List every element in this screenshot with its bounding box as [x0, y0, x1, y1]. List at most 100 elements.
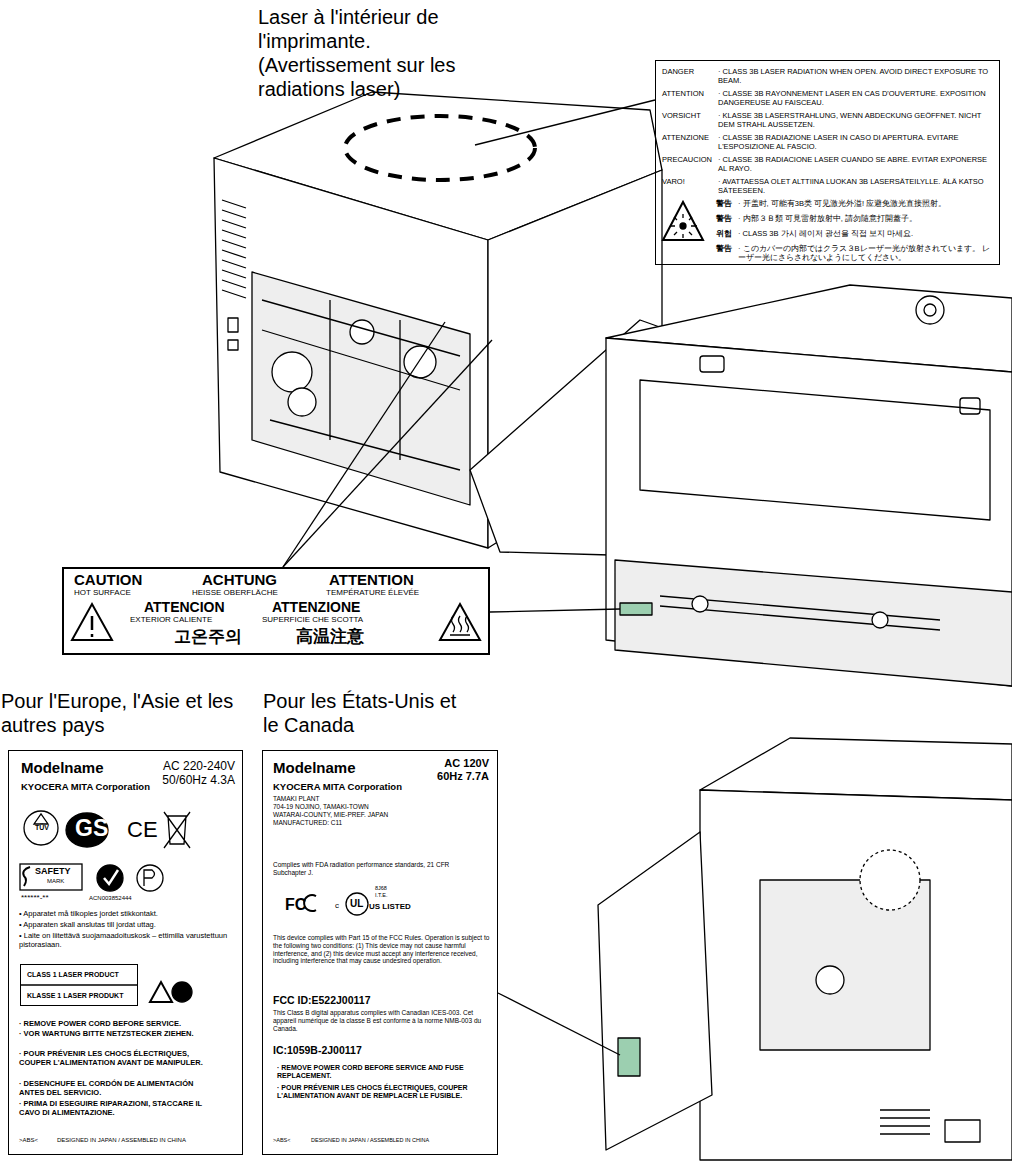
printer-body: [700, 790, 1012, 1160]
label-text: 8J68: [375, 885, 387, 892]
label-text: ATTENCION: [144, 599, 225, 616]
label-text: ATTENTION: [662, 89, 718, 98]
label-text: >ABS<: [19, 1137, 38, 1144]
roller: [272, 352, 312, 392]
label-text: c: [335, 901, 339, 911]
label-text: · 开盖时, 可能有3B类 可见激光外溢! 应避免激光直接照射。: [738, 199, 996, 208]
label-text: DESIGNED IN JAPAN / ASSEMBLED IN CHINA: [311, 1137, 429, 1144]
label-text: PRECAUCION: [662, 155, 718, 164]
connector: [228, 318, 238, 332]
label-text: 警告: [716, 199, 732, 208]
label-text: · 内部３Ｂ類 可見雷射放射中, 請勿隨意打開蓋子。: [738, 214, 996, 223]
c-tick-logo: [97, 865, 123, 891]
control-button: [916, 296, 944, 324]
laser-zone: [345, 116, 535, 180]
label-text: HEISSE OBERFLÄCHE: [192, 588, 278, 598]
leader-line: [283, 322, 445, 567]
power-switch: [945, 1120, 980, 1142]
label-text: ATTENTION: [329, 571, 414, 589]
label-text: Modelname: [21, 759, 104, 777]
pct-logo: [137, 865, 163, 891]
label-text: SAFETY: [35, 866, 71, 877]
label-text: ACHTUNG: [202, 571, 277, 589]
vent: [880, 1110, 930, 1134]
label-text: >ABS<: [273, 1137, 290, 1144]
front-cover: [640, 380, 990, 520]
leader-line: [283, 340, 492, 567]
rating-label: Pour l'Europe, l'Asie et les autres pays…: [8, 750, 243, 1155]
leader-line: [475, 100, 655, 145]
leader-line: [498, 993, 620, 1055]
mechanism: [262, 300, 460, 470]
label-text: HOT SURFACE: [74, 588, 131, 598]
label-text: This device complies with Part 15 of the…: [273, 934, 491, 965]
class-box-divider: [21, 984, 137, 985]
label-text: CAUTION: [74, 571, 142, 589]
hot-zone: [620, 603, 652, 615]
roller: [872, 612, 888, 628]
leader-line: [490, 609, 620, 612]
label-text: · CLASS 3B 가시 레이저 광선을 직접 보지 마세요.: [738, 229, 996, 238]
label-text: · KLASSE 3B LASERSTRAHLUNG, WENN ABDECKU…: [718, 111, 996, 129]
speaker-vent: [860, 850, 920, 910]
label-text: · POUR PRÉVENIR LES CHOCS ÉLECTRIQUES, C…: [19, 1049, 214, 1067]
printer-front-view: [606, 285, 1012, 686]
label-text: ATTENZIONE: [662, 133, 718, 142]
label-text: AC 220-240V: [9, 759, 235, 773]
label-text: WATARAI-COUNTY, MIE-PREF. JAPAN: [273, 811, 388, 819]
warning-disc: [172, 982, 192, 1002]
rating-plate: [618, 1038, 640, 1076]
label-text: MANUFACTURED: C11: [273, 819, 342, 827]
printer-opening: [252, 272, 470, 505]
rating-label: Pour les États-Unis et le CanadaModelnam…: [262, 750, 498, 1155]
label-text: SUPERFICIE CHE SCOTTA: [262, 615, 363, 625]
warning-triangle: [150, 982, 172, 1002]
c-tick-logo: [104, 870, 118, 884]
connector: [228, 340, 238, 350]
label-text: · DESENCHUFE EL CORDÓN DE ALIMENTACIÓN A…: [19, 1079, 214, 1097]
label-text: US LISTED: [369, 902, 411, 912]
safety-mark: [20, 864, 82, 890]
label-text: Pour l'Europe, l'Asie et les autres pays: [1, 689, 241, 737]
printer-side: [214, 158, 488, 548]
label-text: IC:1059B-2J00117: [273, 1044, 362, 1057]
label-text: KLASSE 1 LASER PRODUKT: [27, 992, 123, 1000]
label-text: This Class B digital apparatus complies …: [273, 1009, 491, 1032]
label-text: Pour les États-Unis et le Canada: [263, 689, 473, 737]
label-text: · CLASSE 3B RADIAZIONE LASER IN CASO DI …: [718, 133, 996, 151]
ul-logo: [346, 893, 368, 915]
label-text: • Apparatet må tilkoples jordet stikkont…: [19, 909, 234, 918]
laser-symbol: [680, 223, 686, 229]
label-text: DANGER: [662, 67, 718, 76]
label-text: CLASS 1 LASER PRODUCT: [27, 971, 119, 979]
tuv-logo: [34, 814, 48, 824]
label-text: TÜV: [35, 824, 49, 832]
label-text: · VOR WARTUNG BITTE NETZSTECKER ZIEHEN.: [19, 1029, 214, 1038]
laser-symbol: [663, 202, 703, 240]
tuv-logo: [24, 811, 58, 845]
hot-surface-label: CAUTIONHOT SURFACE ACHTUNGHEISSE OBERFLÄC…: [62, 567, 490, 655]
label-text: KYOCERA MITA Corporation: [21, 781, 150, 792]
label-text: ACN003852444: [89, 895, 132, 902]
label-text: TEMPÉRATURE ÉLEVÉE: [326, 588, 419, 598]
label-text: · AVATTAESSA OLET ALTTIINA LUOKAN 3B LAS…: [718, 177, 996, 195]
vent: [222, 200, 246, 298]
label-text: EXTERIOR CALIENTE: [130, 615, 212, 625]
logo-plate: [700, 356, 724, 372]
label-text: TAMAKI PLANT: [273, 795, 319, 803]
label-text: · CLASSE 3B RADIACIONE LASER CUANDO SE A…: [718, 155, 996, 173]
label-text: · REMOVE POWER CORD BEFORE SERVICE.: [19, 1019, 214, 1028]
label-text: GS: [75, 815, 108, 843]
label-text: UL: [350, 898, 363, 910]
printer-front: [606, 338, 1012, 686]
label-text: • Apparaten skall anslutas till jordat u…: [19, 920, 234, 929]
label-text: DESIGNED IN JAPAN / ASSEMBLED IN CHINA: [57, 1137, 186, 1144]
laser-class-box: CLASS 1 LASER PRODUCT KLASSE 1 LASER PROD…: [20, 964, 138, 1006]
hot-triangle: [440, 604, 480, 640]
label-text: ATTENZIONE: [272, 599, 360, 616]
label-text: Modelname: [273, 759, 356, 777]
label-text: VORSICHT: [662, 111, 718, 120]
label-text: • Laite on liitettävä suojamaadoituskosk…: [19, 931, 234, 949]
